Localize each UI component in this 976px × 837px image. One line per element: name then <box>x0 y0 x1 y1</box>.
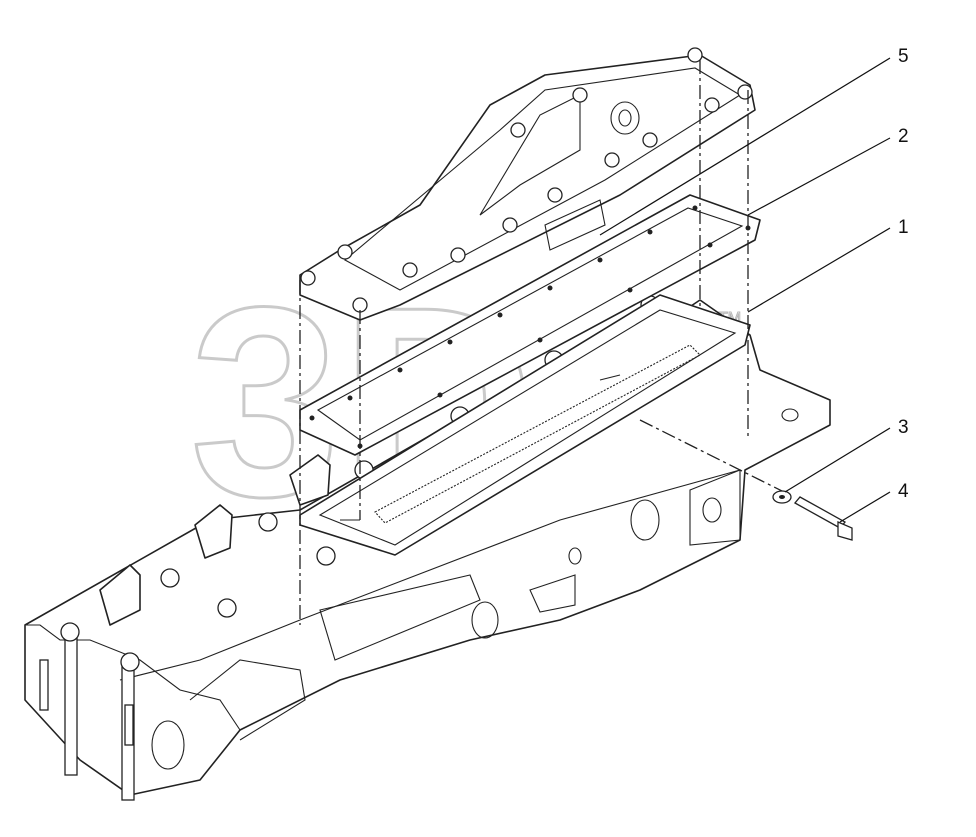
callout-label-1: 1 <box>898 217 909 238</box>
callout-label-2: 2 <box>898 126 909 147</box>
part-4-bolt <box>793 496 853 541</box>
gasket-holes <box>309 205 751 449</box>
leader-1 <box>747 227 891 313</box>
part-5-valve-cover <box>299 47 756 321</box>
alignment-lines <box>299 60 791 625</box>
leader-5 <box>599 57 891 236</box>
leader-3 <box>784 427 891 493</box>
callout-label-5: 5 <box>898 46 909 67</box>
callout-label-4: 4 <box>898 481 909 502</box>
cover-bolts <box>300 47 753 313</box>
leader-2 <box>747 137 891 216</box>
callout-leaders <box>599 57 891 523</box>
leader-4 <box>839 491 891 523</box>
callout-label-3: 3 <box>898 417 909 438</box>
part-3-washer <box>772 490 792 504</box>
callout-labels: 5 2 1 3 4 <box>898 46 909 502</box>
